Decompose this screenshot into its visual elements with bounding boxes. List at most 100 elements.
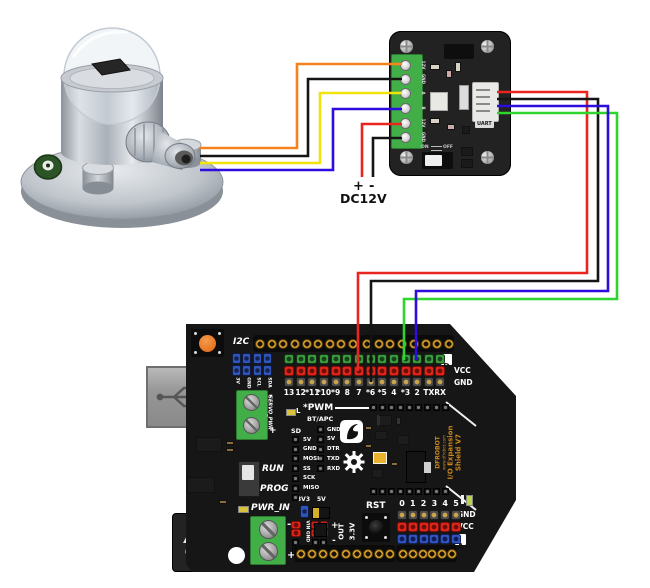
smd-part: [396, 417, 401, 425]
uart-pin-label: TXD: [327, 455, 340, 462]
icsp-pin: [442, 488, 449, 495]
dfrobot-logo: [340, 420, 363, 443]
i2c-pin: [263, 365, 273, 376]
header-socket: [447, 548, 457, 559]
digital-pin: [400, 365, 411, 376]
digital-pin-label: *10: [316, 387, 332, 397]
header-socket: [318, 548, 329, 559]
sd-pin-label: GND: [303, 446, 317, 453]
icsp-pin: [370, 488, 377, 495]
sd-pin-label: MOSI: [303, 455, 320, 462]
v33-pin: [300, 505, 309, 518]
header-socket: [255, 338, 265, 349]
i2c-pin-label: 3V: [234, 377, 240, 384]
solar-radiation-sensor: [20, 27, 224, 228]
sd-header-pin: [292, 494, 299, 502]
digital-pin: [318, 377, 329, 387]
led-l: [286, 409, 296, 416]
converter-terminal-label: GND: [421, 73, 426, 84]
converter-screw: [481, 40, 494, 53]
pwm-line: [335, 407, 369, 409]
sd-header-pin: [292, 436, 299, 443]
header-socket: [385, 338, 396, 349]
sd-header-pin: [292, 455, 299, 463]
analog-pin: [397, 510, 407, 520]
converter-terminal-label: 12V: [421, 118, 426, 127]
digital-pin: [435, 377, 446, 387]
sot223-regulator: [406, 451, 431, 483]
pwr-minus: -: [287, 519, 292, 530]
btn-dot: [384, 516, 387, 519]
converter-terminal: [400, 117, 411, 129]
digital-pin-label: *5: [377, 387, 387, 397]
analog-pin: [429, 522, 440, 532]
digital-pin: [307, 354, 318, 364]
header-socket: [313, 338, 324, 349]
icsp-pin: [406, 488, 413, 495]
indicator-led: [466, 495, 473, 506]
analog-pin: [407, 534, 418, 544]
sot23: [397, 435, 409, 445]
analog-pin: [451, 522, 461, 532]
terminal-screw: [243, 417, 260, 434]
mounting-hole: [228, 547, 245, 564]
i2c-pin-label: GND: [244, 377, 250, 389]
digital-pin-label: *3: [400, 387, 411, 397]
switch-lever: [242, 465, 254, 480]
digital-pin-label: *11: [305, 387, 320, 397]
header-socket: [340, 548, 351, 559]
sot23: [372, 469, 383, 478]
analog-pin: [440, 522, 451, 532]
converter-terminal-label: 12V: [421, 60, 426, 69]
bt-apc-pin: [433, 404, 440, 411]
analog-pin: [418, 534, 429, 544]
digital-pin: [365, 365, 376, 376]
v5-label: 5V: [317, 496, 326, 503]
btn-dot: [194, 351, 197, 354]
header-socket: [408, 338, 419, 349]
header-socket: [348, 338, 358, 349]
analog-pin: [397, 522, 407, 532]
converter-smd-2: [446, 70, 452, 78]
i2c-pin: [242, 365, 252, 376]
icsp-pin: [433, 488, 440, 495]
digital-pin: [284, 365, 294, 376]
digital-pin: [284, 377, 294, 387]
indicator-box: [461, 495, 464, 504]
analog-pin-label: 2: [420, 499, 427, 508]
sd-header-pin: [292, 445, 299, 453]
header-socket: [324, 338, 335, 349]
digital-pin: [365, 354, 376, 364]
header-socket: [362, 548, 373, 559]
header-socket: [289, 338, 300, 349]
sd-pin-label: SCK: [303, 475, 316, 482]
digital-pin-label: *9: [331, 387, 341, 397]
smd-pair: [219, 500, 227, 504]
digital-pin: [423, 354, 434, 364]
regulator-tab: [424, 462, 431, 473]
run-prog-switch: [238, 461, 260, 497]
header-socket: [266, 338, 277, 349]
out-plus: +: [331, 521, 339, 531]
digital-pin: [377, 377, 388, 387]
digital-pin: [318, 354, 329, 364]
digital-pin: [353, 365, 364, 376]
i2c-pin-label: SCL: [255, 377, 261, 387]
converter-screw: [481, 151, 494, 164]
uart-pin-label: RXD: [327, 465, 341, 472]
uart-pin-label: 5V: [327, 436, 336, 443]
i2c-pin: [242, 353, 252, 364]
digital-pin: [284, 354, 294, 364]
analog-pin-label: 1: [410, 499, 416, 508]
digital-pin: [342, 365, 353, 376]
servo-minus: -: [269, 391, 273, 401]
digital-pin: [435, 365, 446, 376]
digital-pin: [330, 354, 341, 364]
header-socket: [362, 338, 372, 349]
header-socket: [407, 548, 418, 559]
pwr-in-label: PWR_IN: [251, 503, 290, 513]
gnd-row-label: GND: [454, 377, 473, 387]
vin-pin: [291, 529, 301, 537]
header-socket: [420, 338, 431, 349]
sd-label: SD: [291, 427, 302, 435]
